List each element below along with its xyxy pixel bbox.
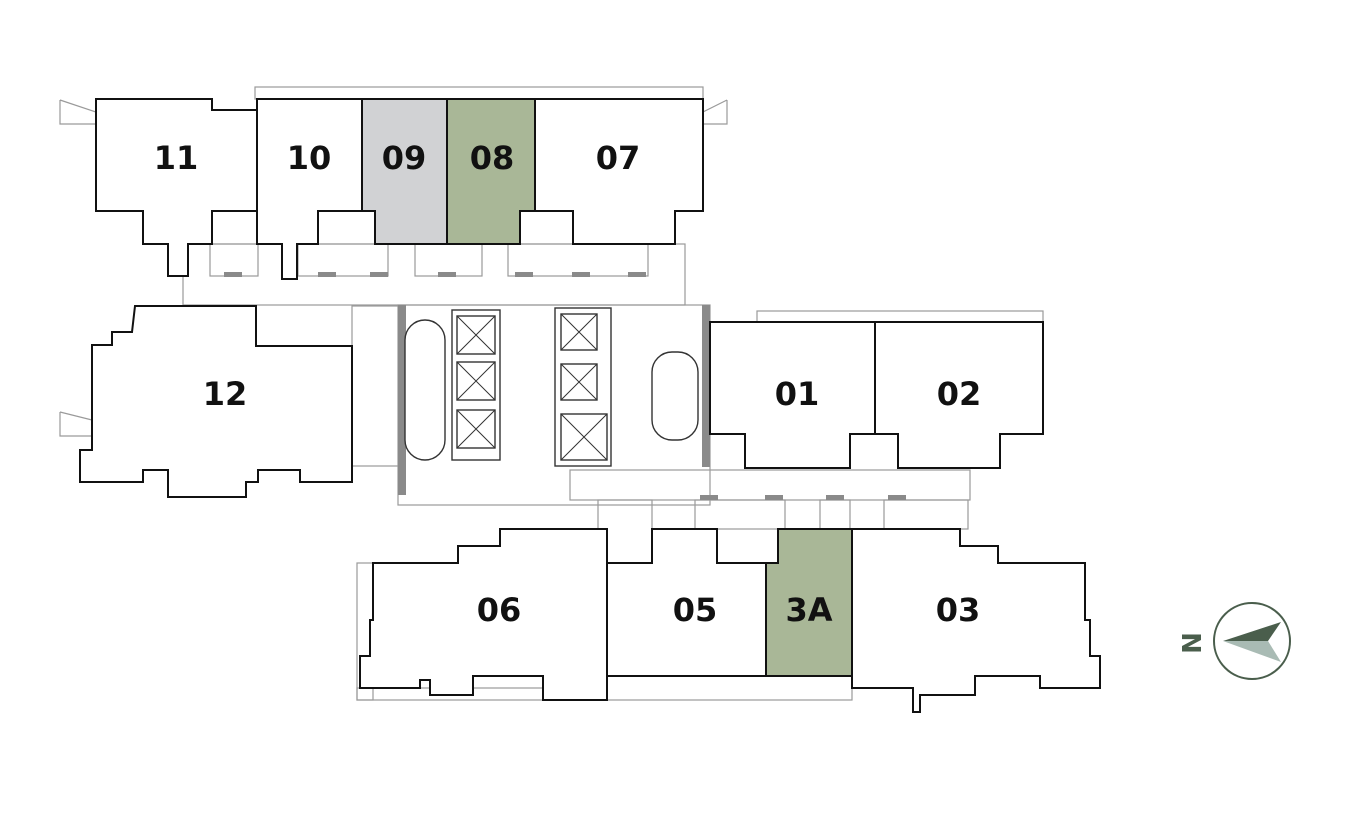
building-core — [404, 307, 699, 467]
unit-label: 06 — [477, 591, 522, 629]
north-label: N — [1178, 632, 1208, 654]
unit-10[interactable]: 10 — [256, 98, 363, 280]
unit-label: 3A — [785, 591, 832, 629]
unit-02[interactable]: 02 — [874, 321, 1044, 469]
unit-11[interactable]: 11 — [95, 98, 258, 277]
unit-07[interactable]: 07 — [534, 98, 704, 245]
unit-06[interactable]: 06 — [359, 528, 608, 701]
window-walls — [224, 272, 906, 500]
unit-09[interactable]: 09 — [361, 98, 448, 245]
unit-08[interactable]: 08 — [446, 98, 536, 245]
unit-label: 10 — [287, 139, 332, 177]
unit-label: 09 — [382, 139, 427, 177]
unit-03[interactable]: 03 — [851, 528, 1101, 713]
unit-label: 01 — [775, 375, 820, 413]
compass-arrow-icon — [1223, 622, 1281, 641]
compass-circle — [1213, 602, 1291, 680]
unit-12[interactable]: 12 — [79, 305, 353, 498]
unit-05[interactable]: 05 — [606, 528, 767, 677]
unit-label: 07 — [596, 139, 641, 177]
unit-label: 05 — [673, 591, 718, 629]
unit-label: 12 — [203, 375, 248, 413]
unit-01[interactable]: 01 — [709, 321, 876, 469]
unit-label: 03 — [936, 591, 981, 629]
unit-label: 02 — [937, 375, 982, 413]
unit-label: 08 — [470, 139, 515, 177]
north-compass: N — [1178, 602, 1291, 680]
compass-arrow-shade — [1223, 641, 1281, 662]
unit-3a[interactable]: 3A — [765, 528, 853, 677]
unit-label: 11 — [154, 139, 199, 177]
